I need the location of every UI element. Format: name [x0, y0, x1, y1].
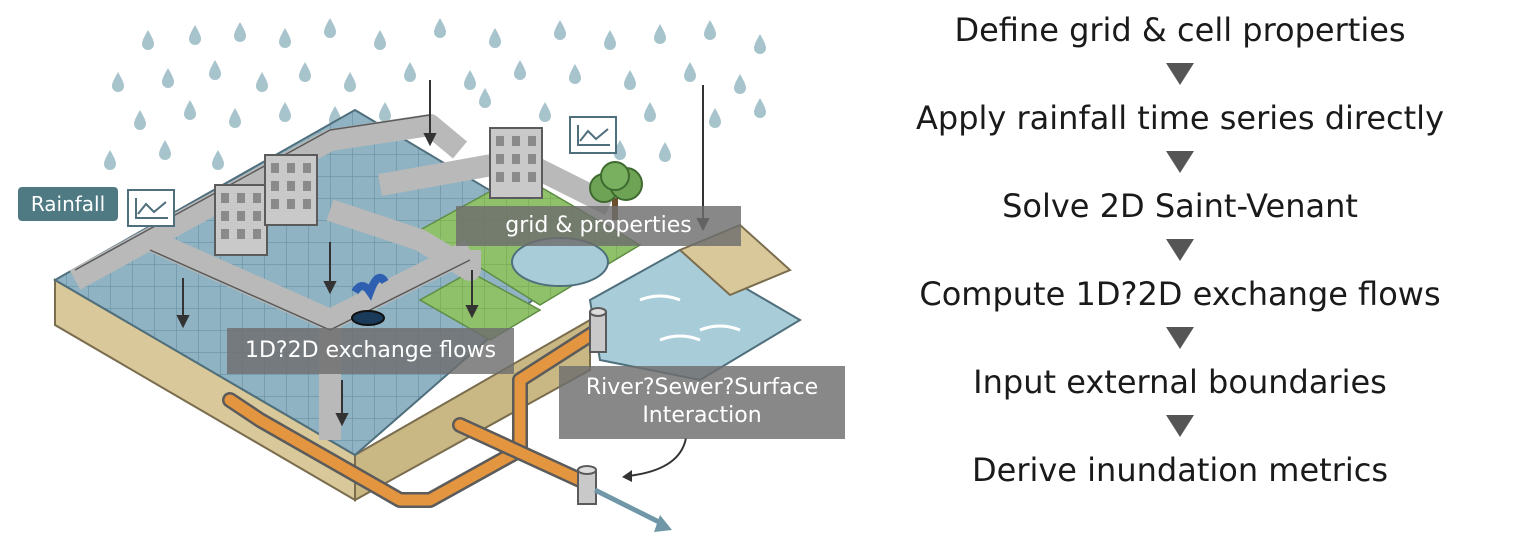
workflow-steps: Define grid & cell properties Apply rain…	[880, 0, 1480, 554]
rainfall-tag: Rainfall	[18, 187, 118, 221]
chart-icon	[127, 189, 175, 227]
workflow-step: Derive inundation metrics	[971, 451, 1388, 489]
building-3	[489, 127, 543, 199]
building-1	[214, 184, 268, 256]
tree-icon	[589, 161, 643, 220]
urban-flood-illustration	[52, 18, 802, 532]
workflow-step: Compute 1D?2D exchange flows	[919, 275, 1441, 313]
down-arrow-icon	[1166, 415, 1194, 437]
sewer-pipes	[222, 322, 606, 508]
building-2	[264, 154, 318, 226]
workflow-step: Define grid & cell properties	[954, 11, 1406, 49]
down-arrow-icon	[1166, 63, 1194, 85]
workflow-step: Solve 2D Saint-Venant	[1002, 187, 1358, 225]
down-arrow-icon	[1166, 239, 1194, 261]
workflow-step: Apply rainfall time series directly	[916, 99, 1444, 137]
infiltration-arrows	[176, 80, 710, 427]
down-arrow-icon	[1166, 327, 1194, 349]
river-sewer-surface-label: River?Sewer?Surface Interaction	[559, 366, 845, 439]
manhole-icon	[577, 307, 607, 505]
exchange-flows-label: 1D?2D exchange flows	[227, 328, 514, 374]
storm-drain-icon	[351, 310, 385, 326]
down-arrow-icon	[1166, 151, 1194, 173]
grid-properties-label: grid & properties	[456, 206, 741, 246]
outfall-pipe	[593, 487, 667, 528]
water-splash-icon	[351, 273, 389, 301]
workflow-step: Input external boundaries	[973, 363, 1387, 401]
chart-icon	[569, 116, 617, 154]
rain-drops	[104, 18, 766, 170]
